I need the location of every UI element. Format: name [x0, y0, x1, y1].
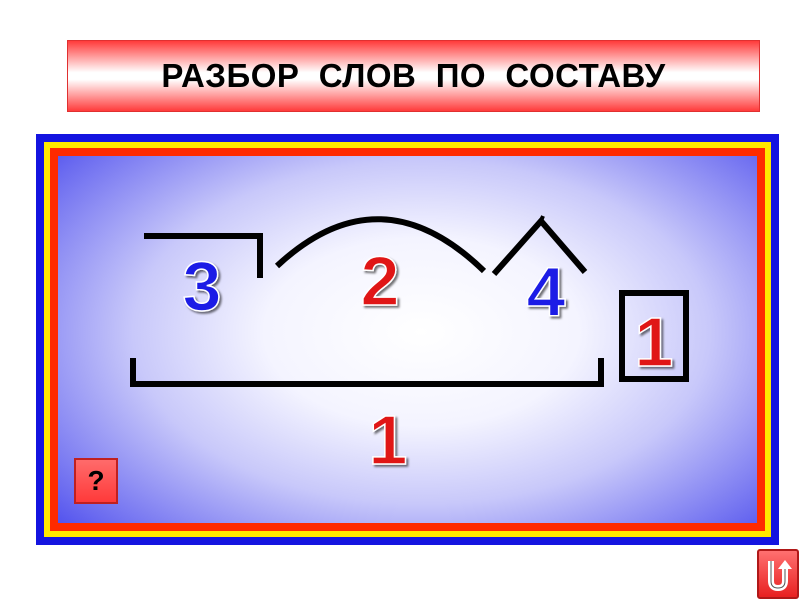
ending-box	[619, 290, 689, 382]
stem-number: 1	[369, 401, 408, 479]
return-arrow-icon	[768, 560, 792, 591]
root-number: 2	[361, 242, 400, 320]
suffix-number: 4	[527, 253, 566, 331]
help-button-label: ?	[87, 465, 105, 496]
stem-bracket	[130, 358, 604, 387]
prefix-mark	[144, 233, 263, 278]
prefix-number: 3	[183, 247, 222, 325]
help-button[interactable]: ?	[74, 458, 118, 504]
ending-number: 1	[635, 303, 674, 381]
title-banner: РАЗБОР СЛОВ ПО СОСТАВУ	[67, 40, 760, 112]
page-title: РАЗБОР СЛОВ ПО СОСТАВУ	[161, 57, 666, 94]
suffix-mark-tail	[539, 215, 545, 222]
root-arc	[274, 216, 487, 274]
content-panel	[58, 156, 757, 523]
return-button[interactable]	[757, 549, 799, 599]
